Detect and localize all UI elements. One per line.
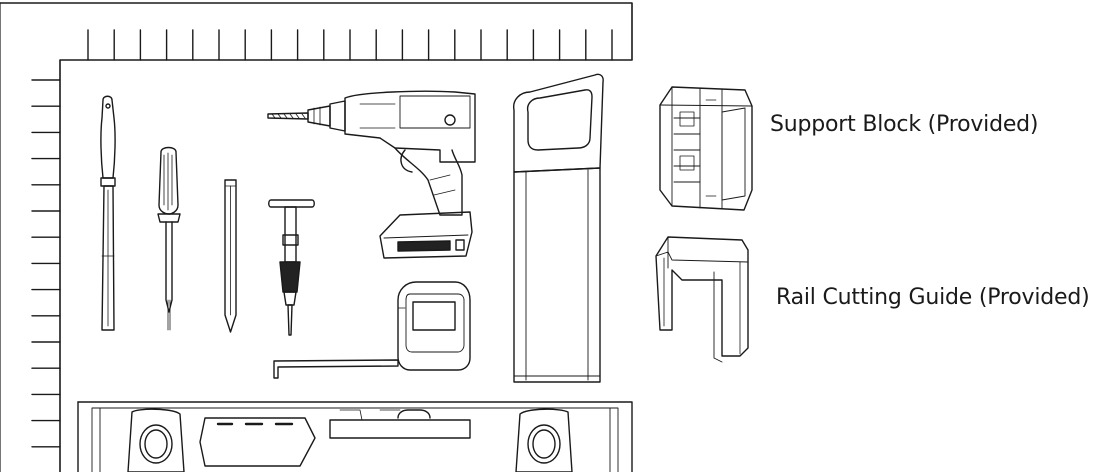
tape-measure-icon (273, 281, 471, 379)
pencil-icon (224, 179, 237, 333)
top-ruler-ticks (87, 29, 613, 61)
pegboard-icon (0, 2, 633, 472)
cordless-drill-icon (267, 90, 476, 259)
t-handle-driver-icon (268, 199, 315, 336)
left-ruler-ticks (31, 79, 61, 448)
hand-saw-icon (513, 73, 604, 383)
spirit-level-icon (77, 401, 633, 472)
support-block-label: Support Block (Provided) (770, 112, 1039, 137)
file-icon (100, 95, 116, 331)
screwdriver-icon (157, 146, 181, 331)
support-block-icon (659, 86, 753, 211)
rail-cutting-guide-label: Rail Cutting Guide (Provided) (776, 285, 1090, 310)
rail-cutting-guide-icon (655, 236, 749, 363)
